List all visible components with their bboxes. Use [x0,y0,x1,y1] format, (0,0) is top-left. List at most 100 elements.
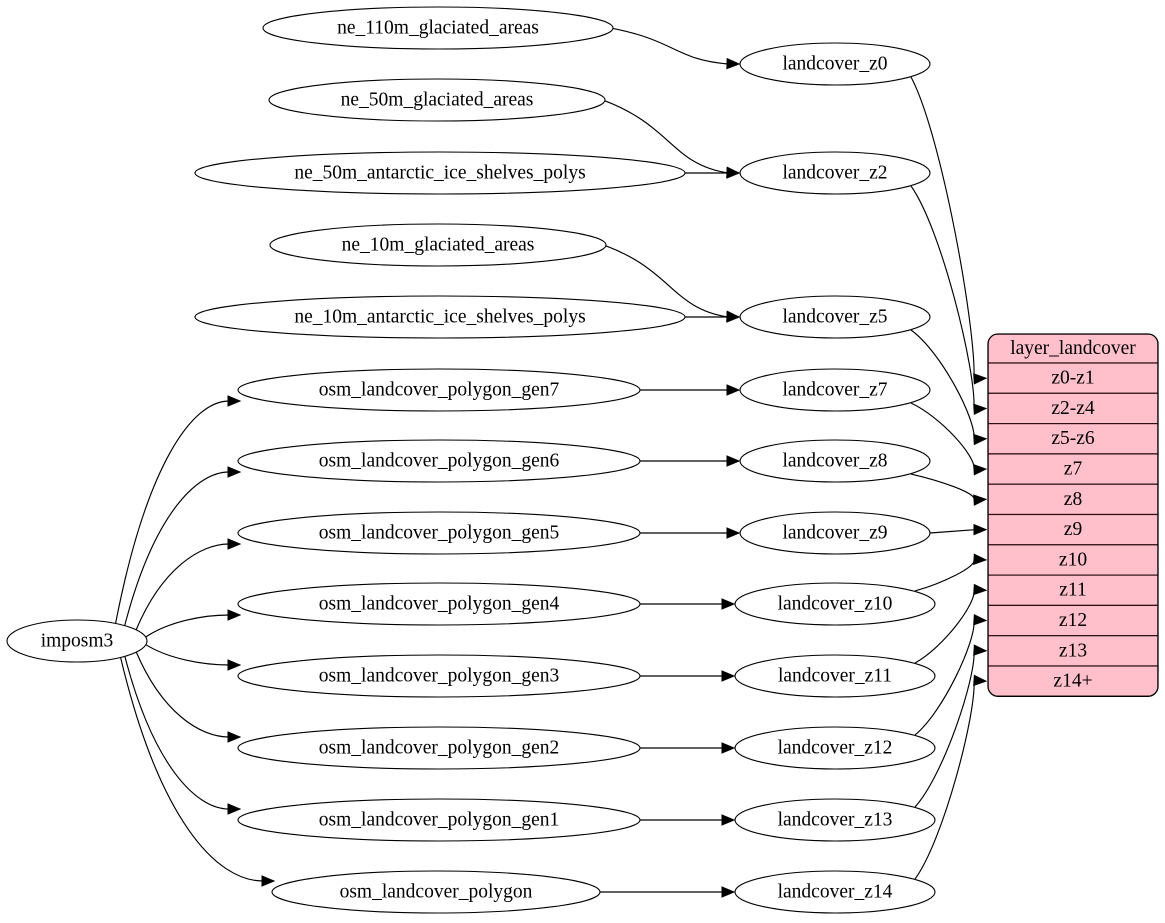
node-ellipse-osm_landcover_polygon_gen3 [237,654,641,698]
node-ellipse-landcover_z10 [734,582,936,626]
table-row-cell-z9[interactable] [988,513,1158,546]
edge-landcover_z9-to-table-row-5 [929,529,976,534]
edge-imposm3-to-osm_landcover_polygon_gen2-arrowhead [227,731,242,743]
node-osm_landcover_polygon_gen6[interactable]: osm_landcover_polygon_gen6 [237,439,641,483]
edges-layer [114,27,988,898]
node-landcover_z2[interactable]: landcover_z2 [739,151,931,195]
edge-landcover_z10-to-table-row-6-arrowhead [973,553,988,565]
edge-imposm3-to-osm_landcover_polygon_gen5-arrowhead [227,538,242,550]
node-osm_landcover_polygon_gen1[interactable]: osm_landcover_polygon_gen1 [237,798,641,842]
node-landcover_z14[interactable]: landcover_z14 [734,870,936,914]
node-label-ne_110m_glaciated_areas: ne_110m_glaciated_areas [337,17,539,38]
edge-ne_110m_glaciated_areas-to-landcover_z0-arrowhead [726,57,741,70]
node-ellipse-landcover_z12 [734,726,936,770]
edge-imposm3-to-osm_landcover_polygon [119,657,264,882]
nodes-layer: imposm3 ne_110m_glaciated_areas ne_50m_gla… [6,6,936,914]
table-row-label-z5-z6: z5-z6 [1051,428,1095,449]
table-row-cell-z13[interactable] [988,635,1158,667]
node-landcover_z13[interactable]: landcover_z13 [734,798,936,842]
node-ellipse-osm_landcover_polygon_gen7 [237,368,641,412]
edge-imposm3-to-osm_landcover_polygon_gen6 [124,471,230,627]
node-ellipse-osm_landcover_polygon_gen5 [237,511,641,555]
edge-landcover_z2-to-table-row-1-arrowhead [973,403,988,415]
node-ellipse-landcover_z9 [739,511,931,555]
edge-imposm3-to-osm_landcover_polygon_gen1 [124,655,230,810]
node-ellipse-ne_50m_glaciated_areas [268,78,606,122]
table-row-cell-z2-z4[interactable] [988,392,1158,425]
node-ellipse-osm_landcover_polygon_gen6 [237,439,641,483]
edge-landcover_z11-to-table-row-7-arrowhead [973,583,988,596]
node-osm_landcover_polygon_gen7[interactable]: osm_landcover_polygon_gen7 [237,368,641,412]
node-label-ne_10m_antarctic_ice_shelves_polys: ne_10m_antarctic_ice_shelves_polys [294,306,585,327]
edge-imposm3-to-osm_landcover_polygon_gen7 [114,400,230,624]
node-ellipse-osm_landcover_polygon [271,870,601,914]
table-row-cell-z10[interactable] [988,544,1158,576]
node-ne_10m_antarctic_ice_shelves_polys[interactable]: ne_10m_antarctic_ice_shelves_polys [194,295,686,339]
node-landcover_z5[interactable]: landcover_z5 [739,295,931,339]
edge-osm_landcover_polygon-to-landcover_z14-arrowhead [721,886,736,898]
table-row-cell-z12[interactable] [988,604,1158,637]
node-landcover_z7[interactable]: landcover_z7 [739,368,931,412]
node-ne_110m_glaciated_areas[interactable]: ne_110m_glaciated_areas [262,6,614,50]
edge-landcover_z11-to-table-row-7 [914,590,975,664]
edge-osm_landcover_polygon_gen4-to-landcover_z10-arrowhead [721,598,736,610]
node-label-osm_landcover_polygon_gen6: osm_landcover_polygon_gen6 [319,450,560,471]
edge-imposm3-to-osm_landcover_polygon_gen3-arrowhead [227,659,242,671]
node-label-landcover_z13: landcover_z13 [778,809,893,830]
edge-landcover_z13-to-table-row-9-arrowhead [973,644,988,656]
node-landcover_z0[interactable]: landcover_z0 [739,42,931,86]
node-label-osm_landcover_polygon: osm_landcover_polygon [340,881,533,902]
node-ellipse-ne_50m_antarctic_ice_shelves_polys [194,151,686,195]
edge-imposm3-to-osm_landcover_polygon_gen1-arrowhead [227,803,242,815]
node-osm_landcover_polygon_gen5[interactable]: osm_landcover_polygon_gen5 [237,511,641,555]
node-ellipse-landcover_z5 [739,295,931,339]
node-label-osm_landcover_polygon_gen7: osm_landcover_polygon_gen7 [319,379,560,400]
node-landcover_z9[interactable]: landcover_z9 [739,511,931,555]
node-osm_landcover_polygon[interactable]: osm_landcover_polygon [271,870,601,914]
node-landcover_z10[interactable]: landcover_z10 [734,582,936,626]
node-ellipse-osm_landcover_polygon_gen1 [237,798,641,842]
table-row-label-z10: z10 [1059,549,1087,570]
node-label-landcover_z2: landcover_z2 [782,162,887,183]
node-ellipse-landcover_z8 [739,439,931,483]
node-landcover_z11[interactable]: landcover_z11 [734,654,936,698]
edge-imposm3-to-osm_landcover_polygon-arrowhead [261,875,276,887]
edge-imposm3-to-osm_landcover_polygon_gen4 [144,614,230,639]
node-ellipse-imposm3 [6,619,148,663]
table-row-cell-z14+[interactable] [988,665,1158,697]
node-label-landcover_z5: landcover_z5 [782,306,887,327]
edge-landcover_z8-to-table-row-4-arrowhead [973,494,988,506]
edge-ne_10m_antarctic_ice_shelves_polys-to-landcover_z5-arrowhead [726,311,741,323]
node-label-landcover_z7: landcover_z7 [782,379,887,400]
node-osm_landcover_polygon_gen2[interactable]: osm_landcover_polygon_gen2 [237,726,641,770]
edge-osm_landcover_polygon_gen6-to-landcover_z8-arrowhead [726,455,741,467]
node-label-osm_landcover_polygon_gen2: osm_landcover_polygon_gen2 [319,737,559,758]
table-row-label-z7: z7 [1064,459,1083,480]
edge-landcover_z0-to-table-row-0 [910,76,975,379]
edge-imposm3-to-osm_landcover_polygon_gen5 [135,543,230,631]
node-ne_10m_glaciated_areas[interactable]: ne_10m_glaciated_areas [269,223,607,267]
edge-osm_landcover_polygon_gen3-to-landcover_z11-arrowhead [721,670,736,682]
node-ellipse-ne_10m_antarctic_ice_shelves_polys [194,295,686,339]
node-ne_50m_glaciated_areas[interactable]: ne_50m_glaciated_areas [268,78,606,122]
table-row-label-z2-z4: z2-z4 [1051,398,1095,419]
node-label-osm_landcover_polygon_gen1: osm_landcover_polygon_gen1 [319,809,559,830]
node-ne_50m_antarctic_ice_shelves_polys[interactable]: ne_50m_antarctic_ice_shelves_polys [194,151,686,195]
edge-ne_50m_glaciated_areas-to-landcover_z2 [604,100,729,174]
node-label-osm_landcover_polygon_gen5: osm_landcover_polygon_gen5 [319,522,559,543]
node-osm_landcover_polygon_gen3[interactable]: osm_landcover_polygon_gen3 [237,654,641,698]
table-node-layer-landcover[interactable]: layer_landcoverz0-z1z2-z4z5-z6z7z8z9z10z… [987,333,1159,697]
table-rows-clip [988,334,1158,697]
table-node-layer: layer_landcoverz0-z1z2-z4z5-z6z7z8z9z10z… [987,333,1159,697]
node-ellipse-landcover_z11 [734,654,936,698]
table-row-cell-z5-z6[interactable] [988,423,1158,455]
node-ellipse-landcover_z0 [739,42,931,86]
node-landcover_z12[interactable]: landcover_z12 [734,726,936,770]
node-label-imposm3: imposm3 [41,630,114,651]
node-imposm3[interactable]: imposm3 [6,619,148,663]
node-osm_landcover_polygon_gen4[interactable]: osm_landcover_polygon_gen4 [237,582,641,626]
node-label-ne_50m_antarctic_ice_shelves_polys: ne_50m_antarctic_ice_shelves_polys [294,162,585,183]
table-row-cell-z7[interactable] [988,453,1158,485]
edge-landcover_z9-to-table-row-5-arrowhead [973,523,988,536]
node-landcover_z8[interactable]: landcover_z8 [739,439,931,483]
